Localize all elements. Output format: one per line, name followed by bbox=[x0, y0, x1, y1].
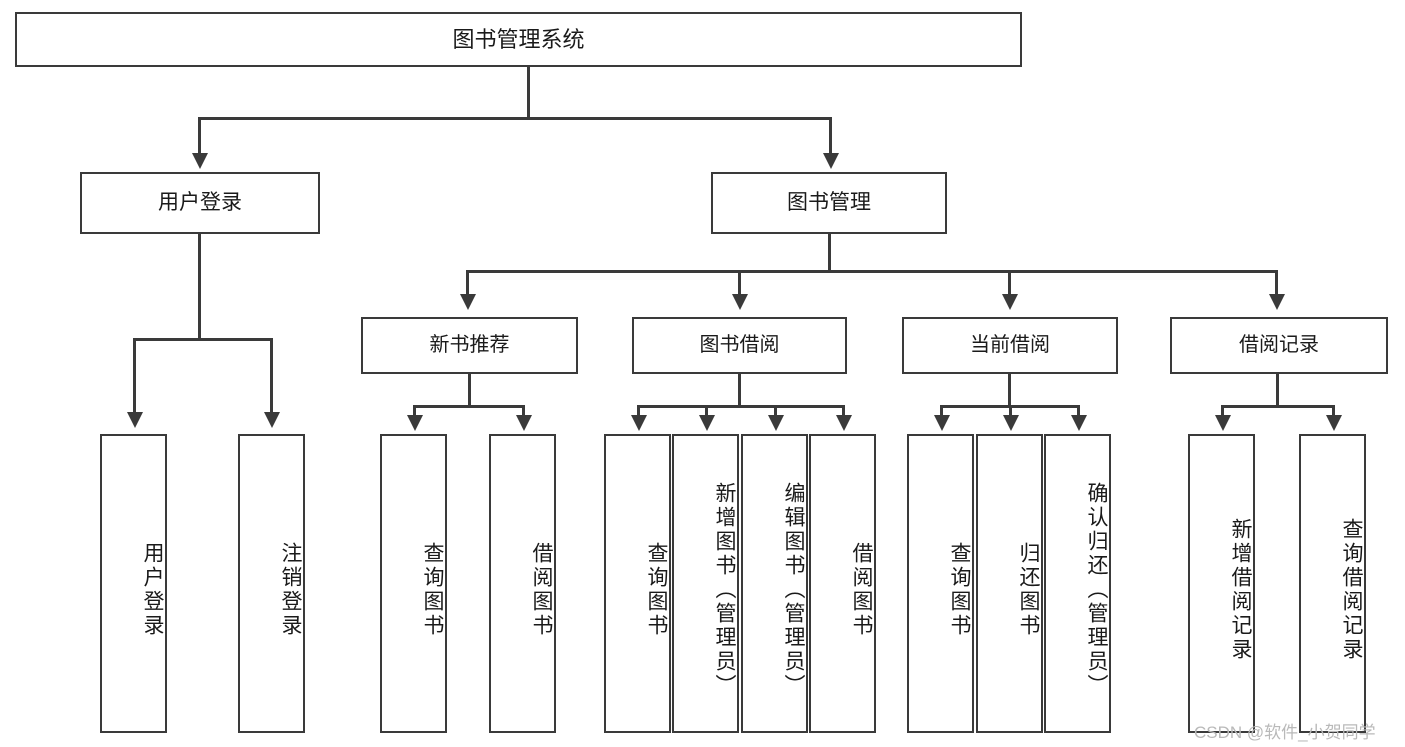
connector-borrow-record-stem bbox=[1276, 374, 1279, 405]
arrowhead-bm-to-current-borrow bbox=[1002, 294, 1018, 310]
connector-current-borrow-to-leaf-0 bbox=[940, 405, 943, 417]
leaf-current-borrow-confirm-return-admin[interactable]: 确认归还（管理员） bbox=[1044, 434, 1111, 733]
arrowhead-book-borrow-to-leaf-0 bbox=[631, 415, 647, 431]
connector-current-borrow-to-leaf-1 bbox=[1009, 405, 1012, 417]
leaf-label: 查询图书 bbox=[645, 541, 668, 638]
arrowhead-new-book-to-leaf-0 bbox=[407, 415, 423, 431]
connector-bm-to-new-book bbox=[466, 270, 469, 296]
arrowhead-new-book-to-leaf-1 bbox=[516, 415, 532, 431]
connector-user-login-to-leaf-0 bbox=[133, 338, 136, 414]
connector-borrow-record-to-leaf-1 bbox=[1332, 405, 1335, 417]
leaf-new-book-query-book[interactable]: 查询图书 bbox=[380, 434, 447, 733]
connector-book-borrow-stem bbox=[738, 374, 741, 405]
connector-root-to-user-login bbox=[198, 117, 201, 155]
leaf-book-borrow-query-book[interactable]: 查询图书 bbox=[604, 434, 671, 733]
connector-current-borrow-stem bbox=[1008, 374, 1011, 405]
connector-book-borrow-to-leaf-0 bbox=[637, 405, 640, 417]
connector-new-book-bus bbox=[413, 405, 525, 408]
leaf-book-borrow-edit-book-admin[interactable]: 编辑图书（管理员） bbox=[741, 434, 808, 733]
arrowhead-bm-to-borrow-record bbox=[1269, 294, 1285, 310]
node-new-book-recommend[interactable]: 新书推荐 bbox=[361, 317, 578, 374]
arrowhead-bm-to-new-book bbox=[460, 294, 476, 310]
leaf-user-login-login[interactable]: 用户登录 bbox=[100, 434, 167, 733]
node-borrow-record[interactable]: 借阅记录 bbox=[1170, 317, 1388, 374]
connector-new-book-to-leaf-0 bbox=[413, 405, 416, 417]
leaf-label: 新增借阅记录 bbox=[1229, 517, 1252, 662]
connector-new-book-stem bbox=[468, 374, 471, 405]
connector-user-login-bus bbox=[133, 338, 273, 341]
leaf-book-borrow-borrow-book[interactable]: 借阅图书 bbox=[809, 434, 876, 733]
leaf-label: 归还图书 bbox=[1017, 541, 1040, 638]
connector-root-to-book-management bbox=[829, 117, 832, 155]
leaf-label: 确认归还（管理员） bbox=[1085, 481, 1108, 698]
node-book-management[interactable]: 图书管理 bbox=[711, 172, 947, 234]
leaf-borrow-record-query-record[interactable]: 查询借阅记录 bbox=[1299, 434, 1366, 733]
connector-borrow-record-bus bbox=[1221, 405, 1335, 408]
connector-book-borrow-to-leaf-3 bbox=[842, 405, 845, 417]
leaf-borrow-record-add-record[interactable]: 新增借阅记录 bbox=[1188, 434, 1255, 733]
leaf-label: 用户登录 bbox=[141, 541, 164, 638]
node-label: 借阅记录 bbox=[1239, 334, 1319, 356]
leaf-label: 注销登录 bbox=[279, 541, 302, 638]
leaf-label: 编辑图书（管理员） bbox=[782, 481, 805, 698]
leaf-label: 查询图书 bbox=[421, 541, 444, 638]
connector-new-book-to-leaf-1 bbox=[522, 405, 525, 417]
leaf-label: 查询图书 bbox=[948, 541, 971, 638]
arrowhead-user-login-to-leaf-1 bbox=[264, 412, 280, 428]
node-label: 图书管理 bbox=[787, 190, 871, 214]
leaf-new-book-borrow-book[interactable]: 借阅图书 bbox=[489, 434, 556, 733]
arrowhead-root-to-user-login bbox=[192, 153, 208, 169]
leaf-label: 新增图书（管理员） bbox=[713, 481, 736, 698]
arrowhead-root-to-book-management bbox=[823, 153, 839, 169]
node-book-borrow[interactable]: 图书借阅 bbox=[632, 317, 847, 374]
connector-bm-to-current-borrow bbox=[1008, 270, 1011, 296]
arrowhead-book-borrow-to-leaf-2 bbox=[768, 415, 784, 431]
arrowhead-current-borrow-to-leaf-1 bbox=[1003, 415, 1019, 431]
node-label: 图书借阅 bbox=[699, 334, 780, 356]
arrowhead-book-borrow-to-leaf-3 bbox=[836, 415, 852, 431]
connector-current-borrow-to-leaf-2 bbox=[1077, 405, 1080, 417]
node-user-login[interactable]: 用户登录 bbox=[80, 172, 320, 234]
arrowhead-bm-to-book-borrow bbox=[732, 294, 748, 310]
node-label: 用户登录 bbox=[158, 190, 242, 214]
connector-bm-to-borrow-record bbox=[1275, 270, 1278, 296]
node-current-borrow[interactable]: 当前借阅 bbox=[902, 317, 1118, 374]
connector-root-stem bbox=[527, 67, 530, 117]
leaf-current-borrow-query-book[interactable]: 查询图书 bbox=[907, 434, 974, 733]
connector-user-login-stem bbox=[198, 234, 201, 338]
leaf-book-borrow-add-book-admin[interactable]: 新增图书（管理员） bbox=[672, 434, 739, 733]
leaf-current-borrow-return-book[interactable]: 归还图书 bbox=[976, 434, 1043, 733]
node-label: 新书推荐 bbox=[429, 334, 510, 356]
connector-root-bus bbox=[198, 117, 832, 120]
arrowhead-borrow-record-to-leaf-1 bbox=[1326, 415, 1342, 431]
connector-bm-to-book-borrow bbox=[738, 270, 741, 296]
arrowhead-user-login-to-leaf-0 bbox=[127, 412, 143, 428]
node-label: 当前借阅 bbox=[970, 334, 1050, 356]
node-label: 图书管理系统 bbox=[452, 26, 585, 52]
arrowhead-book-borrow-to-leaf-1 bbox=[699, 415, 715, 431]
node-root-book-management-system[interactable]: 图书管理系统 bbox=[15, 12, 1022, 67]
csdn-watermark: CSDN @软件_小贺同学 bbox=[1194, 718, 1376, 743]
arrowhead-current-borrow-to-leaf-0 bbox=[934, 415, 950, 431]
connector-book-borrow-to-leaf-1 bbox=[705, 405, 708, 417]
leaf-label: 借阅图书 bbox=[850, 541, 873, 638]
leaf-label: 查询借阅记录 bbox=[1340, 517, 1363, 662]
arrowhead-borrow-record-to-leaf-0 bbox=[1215, 415, 1231, 431]
leaf-user-login-logout[interactable]: 注销登录 bbox=[238, 434, 305, 733]
connector-book-borrow-bus bbox=[637, 405, 845, 408]
connector-book-management-stem bbox=[828, 234, 831, 270]
connector-user-login-to-leaf-1 bbox=[270, 338, 273, 414]
connector-book-management-bus bbox=[466, 270, 1278, 273]
connector-book-borrow-to-leaf-2 bbox=[774, 405, 777, 417]
arrowhead-current-borrow-to-leaf-2 bbox=[1071, 415, 1087, 431]
connector-borrow-record-to-leaf-0 bbox=[1221, 405, 1224, 417]
leaf-label: 借阅图书 bbox=[530, 541, 553, 638]
watermark-text: CSDN @软件_小贺同学 bbox=[1194, 723, 1376, 742]
